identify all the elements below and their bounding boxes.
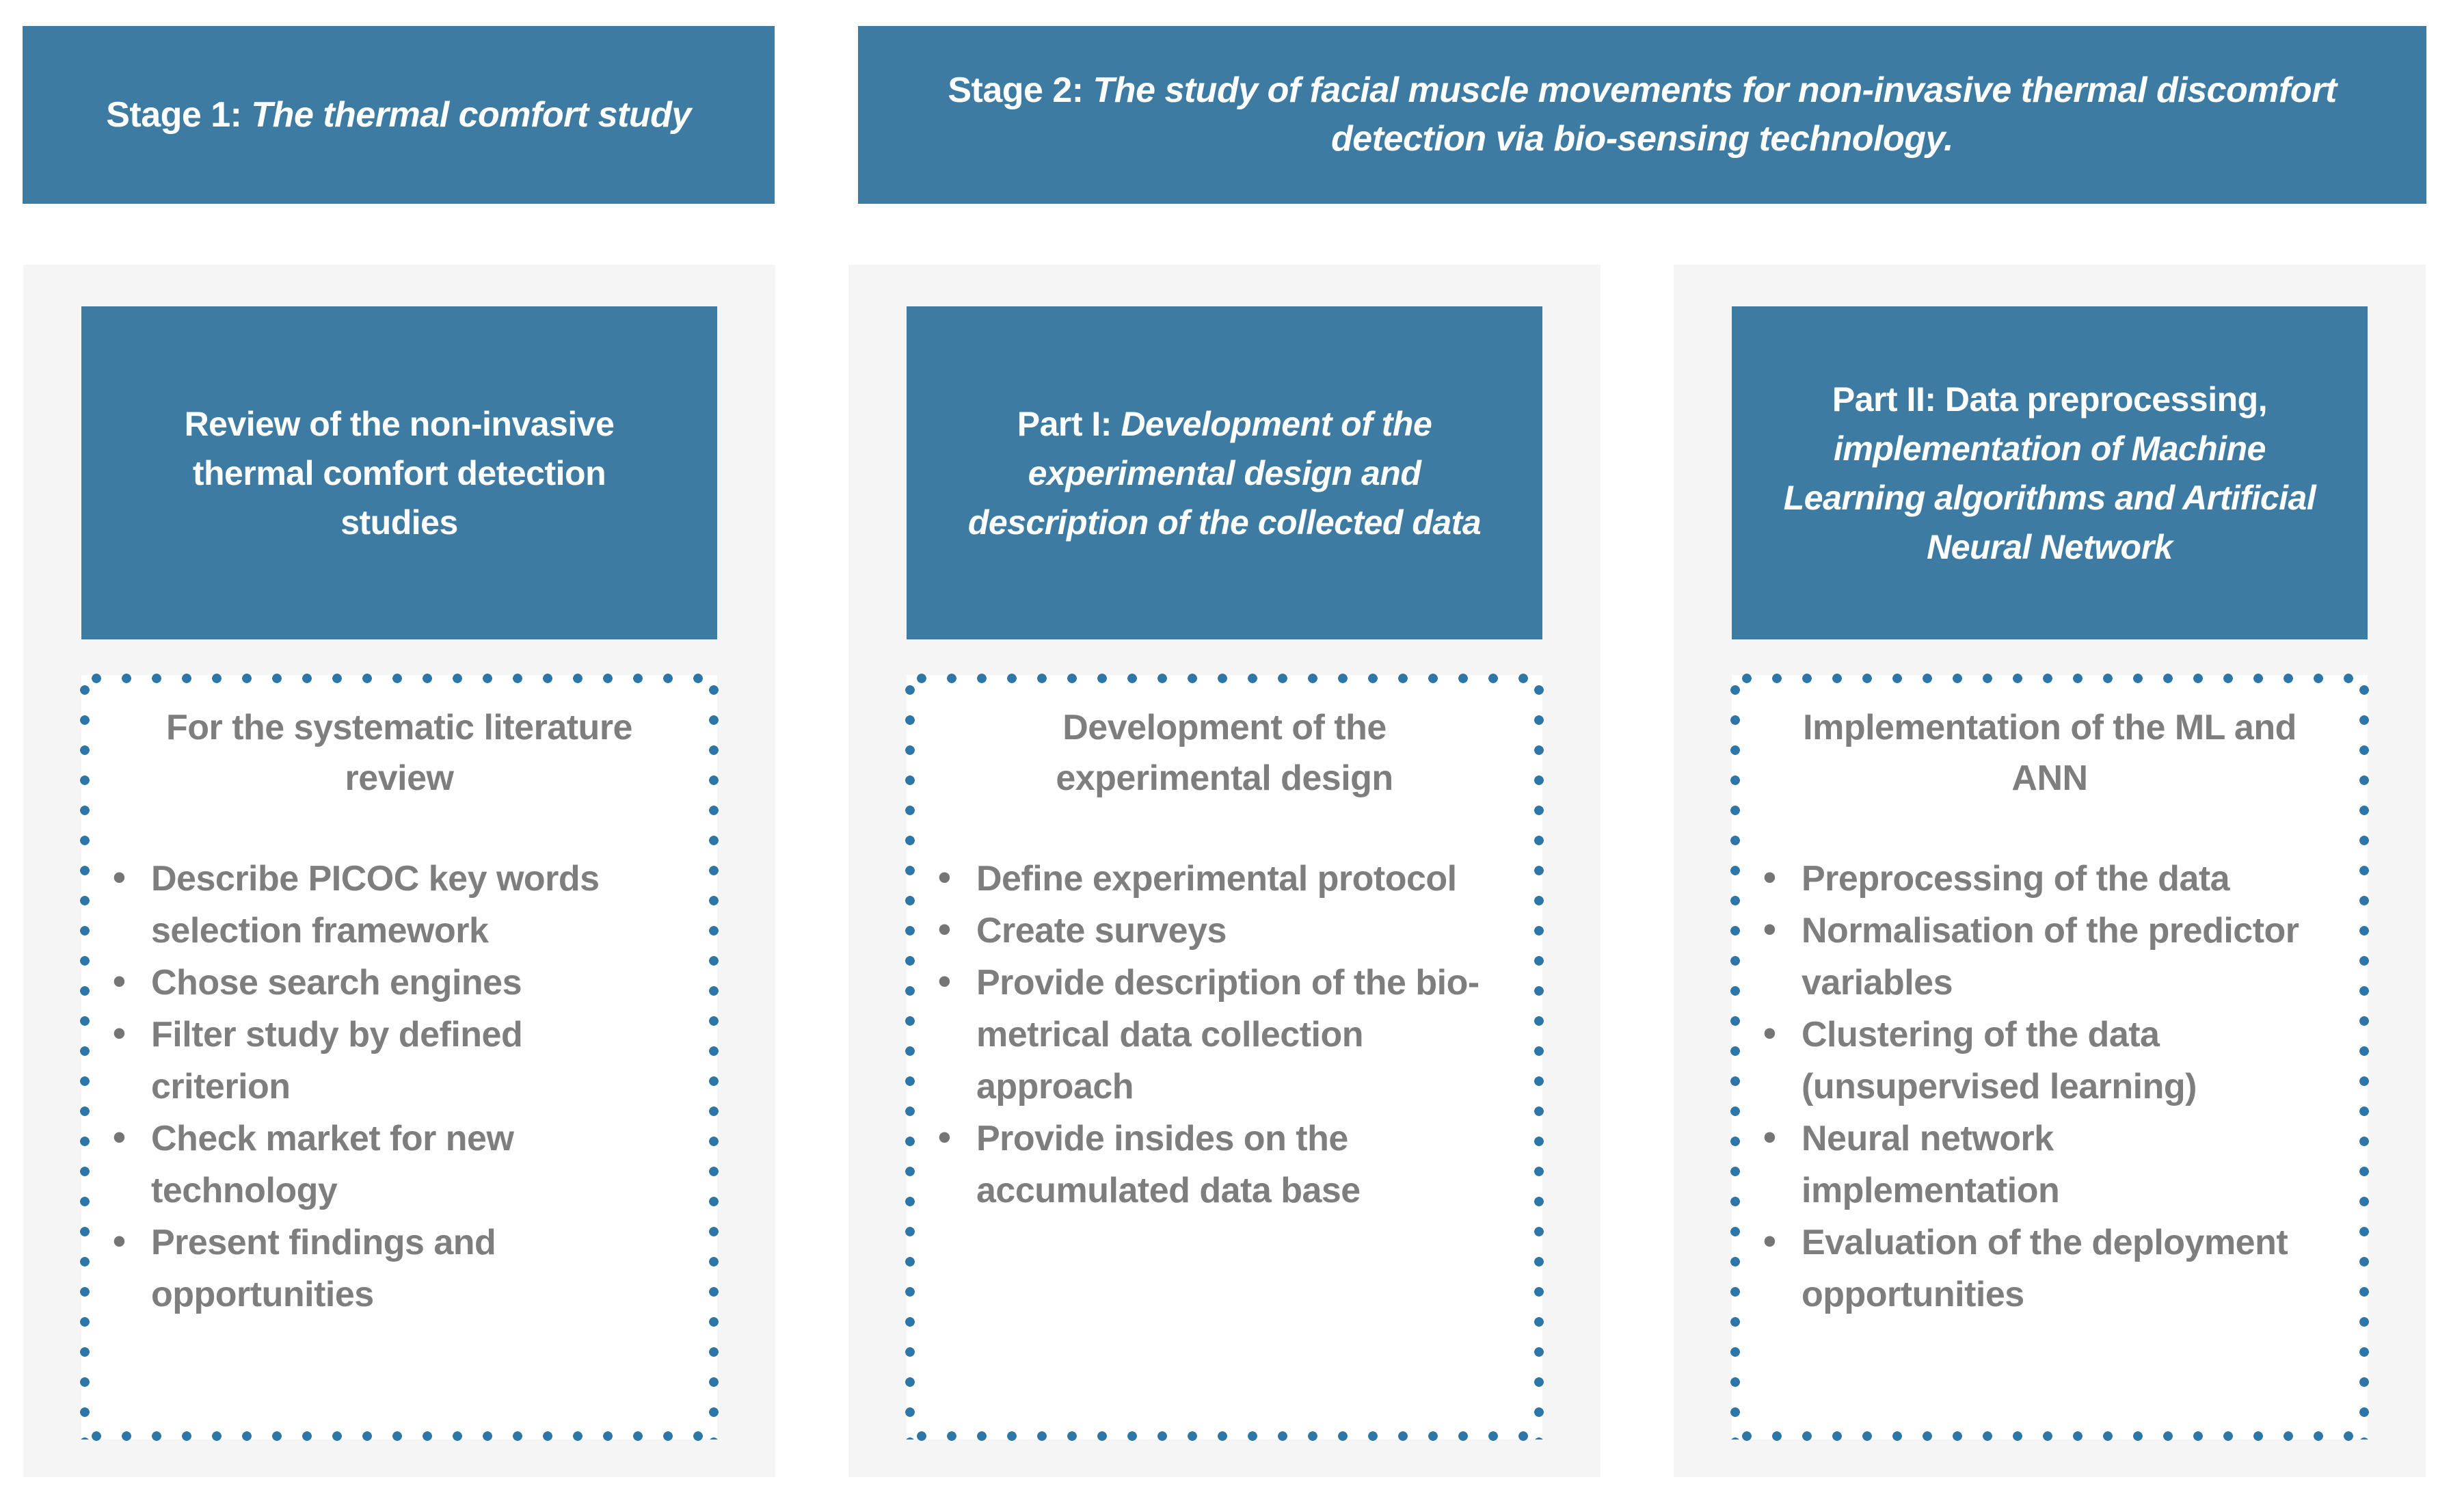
- list-item-text: Preprocessing of the data: [1802, 859, 2230, 899]
- list-item-text: Filter study by defined criterion: [151, 1015, 523, 1106]
- list-item-text: Describe PICOC key words selection frame…: [151, 859, 600, 951]
- bullet-icon: •: [113, 1221, 126, 1262]
- bullet-icon: •: [113, 1117, 126, 1158]
- dotted-border-bottom: [81, 1431, 717, 1441]
- part2-tasks-list: • Preprocessing of the data • Normalisatio…: [1732, 853, 2347, 1321]
- dotted-border-top: [907, 674, 1542, 683]
- bullet-icon: •: [1763, 1013, 1776, 1054]
- list-item-text: Check market for new technology: [151, 1119, 514, 1210]
- bullet-icon: •: [113, 857, 126, 898]
- bullet-icon: •: [938, 961, 951, 1002]
- bullet-icon: •: [938, 909, 951, 950]
- review-title-box: Review of the non-invasive thermal comfo…: [81, 306, 717, 639]
- list-item: • Normalisation of the predictor variable…: [1763, 905, 2347, 1009]
- list-item-text: Provide insides on the accumulated data …: [976, 1119, 1361, 1210]
- list-item-text: Clustering of the data (unsupervised lea…: [1802, 1015, 2197, 1106]
- list-item-text: Evaluation of the deployment opportuniti…: [1802, 1223, 2288, 1314]
- part1-title-italic: Development of the experimental design a…: [967, 404, 1482, 542]
- stage2-header-text: Stage 2: The study of facial muscle move…: [913, 66, 2370, 163]
- part2-title-plain: Part II: Data preprocessing,: [1832, 380, 2268, 419]
- list-item-text: Normalisation of the predictor variables: [1802, 911, 2299, 1003]
- list-item-text: Chose search engines: [151, 963, 522, 1003]
- list-item: • Present findings and opportunities: [113, 1217, 697, 1321]
- list-item: • Create surveys: [938, 905, 1522, 957]
- bullet-icon: •: [1763, 1221, 1776, 1262]
- list-item-text: Neural network implementation: [1802, 1119, 2060, 1210]
- list-item: • Chose search engines: [113, 957, 697, 1009]
- dotted-border-bottom: [907, 1431, 1542, 1441]
- bullet-icon: •: [938, 1117, 951, 1158]
- list-item: • Provide description of the bio- metrica…: [938, 957, 1522, 1113]
- stage1-header-text: Stage 1: The thermal comfort study: [72, 91, 725, 140]
- review-tasks-list: • Describe PICOC key words selection fram…: [81, 853, 697, 1321]
- part2-title-text: Part II: Data preprocessing, implementat…: [1763, 375, 2336, 572]
- dotted-border-top: [1732, 674, 2368, 683]
- review-tasks-title: For the systematic literature review: [166, 708, 632, 798]
- part1-tasks-list: • Define experimental protocol • Create su…: [907, 853, 1522, 1217]
- list-item: • Provide insides on the accumulated data…: [938, 1113, 1522, 1217]
- list-item: • Define experimental protocol: [938, 853, 1522, 905]
- stage1-label: Stage 1:: [106, 94, 252, 135]
- bullet-icon: •: [1763, 909, 1776, 950]
- column-panel-part2: Part II: Data preprocessing, implementat…: [1674, 265, 2426, 1477]
- bullet-icon: •: [1763, 1117, 1776, 1158]
- part1-title-text: Part I: Development of the experimental …: [948, 399, 1501, 547]
- part2-title-box: Part II: Data preprocessing, implementat…: [1732, 306, 2368, 639]
- review-title-plain: Review of the non-invasive thermal comfo…: [184, 404, 615, 542]
- part1-title-box: Part I: Development of the experimental …: [907, 306, 1542, 639]
- bullet-icon: •: [1763, 857, 1776, 898]
- part1-tasks-title: Development of the experimental design: [1056, 708, 1393, 798]
- list-item: • Check market for new technology: [113, 1113, 697, 1217]
- bullet-icon: •: [113, 1013, 126, 1054]
- stage1-header: Stage 1: The thermal comfort study: [23, 26, 775, 204]
- list-item-text: Create surveys: [976, 911, 1227, 951]
- list-item: • Neural network implementation: [1763, 1113, 2347, 1217]
- list-item: • Filter study by defined criterion: [113, 1009, 697, 1113]
- stage2-title: The study of facial muscle movements for…: [1093, 70, 2338, 159]
- part2-title-italic: implementation of Machine Learning algor…: [1783, 429, 2316, 566]
- list-item: • Describe PICOC key words selection fram…: [113, 853, 697, 957]
- stage2-label: Stage 2:: [948, 70, 1093, 110]
- dotted-border-right: [2359, 675, 2369, 1440]
- list-item: • Evaluation of the deployment opportunit…: [1763, 1217, 2347, 1321]
- bullet-icon: •: [938, 857, 951, 898]
- dotted-border-right: [1534, 675, 1544, 1440]
- bullet-icon: •: [113, 961, 126, 1002]
- list-item: • Preprocessing of the data: [1763, 853, 2347, 905]
- dotted-border-top: [81, 674, 717, 683]
- part1-tasks-box: Development of the experimental design •…: [905, 674, 1544, 1441]
- part2-tasks-title: Implementation of the ML and ANN: [1803, 708, 2296, 798]
- review-title-text: Review of the non-invasive thermal comfo…: [164, 399, 635, 547]
- column-panel-part1: Part I: Development of the experimental …: [848, 265, 1601, 1477]
- list-item-text: Provide description of the bio- metrical…: [976, 963, 1479, 1106]
- dotted-border-right: [709, 675, 719, 1440]
- column-panel-review: Review of the non-invasive thermal comfo…: [23, 265, 775, 1477]
- dotted-border-bottom: [1732, 1431, 2368, 1441]
- review-tasks-box: For the systematic literature review • De…: [80, 674, 719, 1441]
- list-item-text: Present findings and opportunities: [151, 1223, 496, 1314]
- list-item: • Clustering of the data (unsupervised le…: [1763, 1009, 2347, 1113]
- stage1-title: The thermal comfort study: [251, 94, 691, 135]
- stage2-header: Stage 2: The study of facial muscle move…: [858, 26, 2426, 204]
- part1-title-plain: Part I:: [1017, 404, 1121, 443]
- part2-tasks-box: Implementation of the ML and ANN • Prepro…: [1730, 674, 2369, 1441]
- list-item-text: Define experimental protocol: [976, 859, 1457, 899]
